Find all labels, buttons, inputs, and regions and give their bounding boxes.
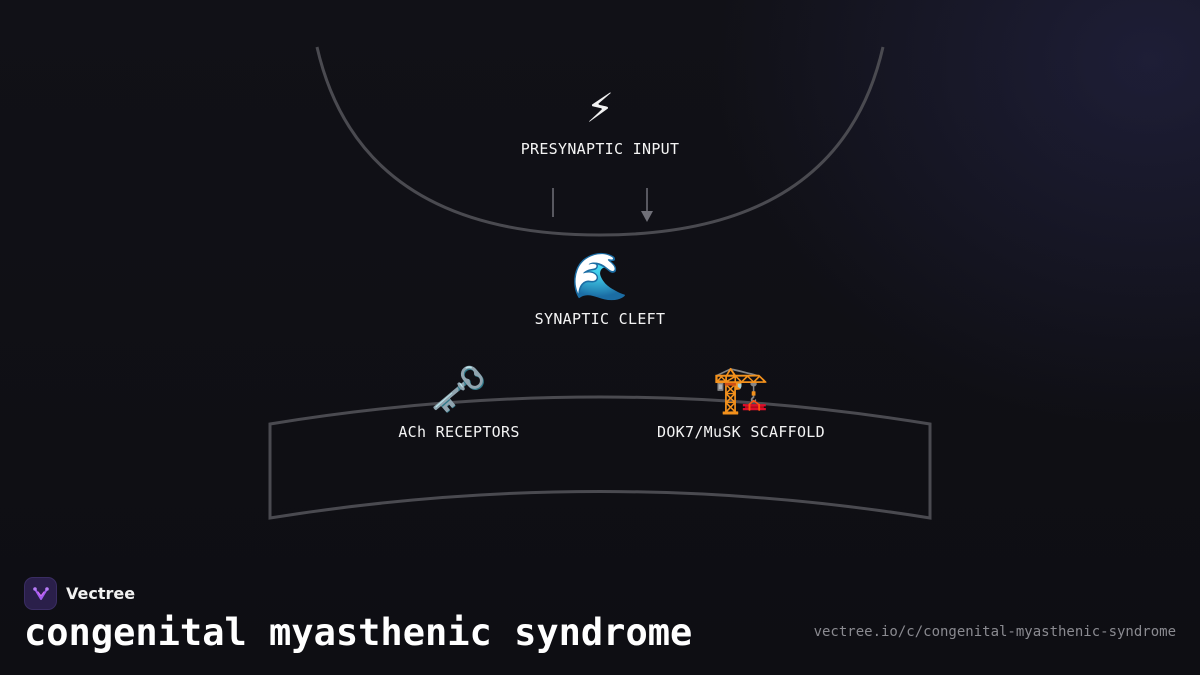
key-icon: 🗝️: [430, 362, 488, 416]
presynaptic-terminal-outline: [315, 46, 885, 237]
scaffold-node: 🏗️ DOK7/MuSK SCAFFOLD: [657, 361, 825, 441]
ach-receptors-label: ACh RECEPTORS: [398, 423, 520, 441]
page-title: congenital myasthenic syndrome: [24, 611, 693, 654]
arrow-head-icon: [641, 211, 653, 222]
brand-name: Vectree: [66, 584, 136, 603]
scaffold-label: DOK7/MuSK SCAFFOLD: [657, 423, 825, 441]
presynaptic-input-label: PRESYNAPTIC INPUT: [520, 140, 680, 158]
brand: Vectree: [24, 577, 135, 610]
lightning-icon: ⚡: [586, 79, 614, 133]
presynaptic-input-node: ⚡ PRESYNAPTIC INPUT: [521, 78, 680, 158]
postsynaptic-membrane-outline: [268, 395, 932, 520]
vectree-logo-icon: [24, 577, 57, 610]
synaptic-cleft-label: SYNAPTIC CLEFT: [534, 310, 666, 328]
ach-receptors-node: 🗝️ ACh RECEPTORS: [398, 361, 519, 441]
synaptic-cleft-node: 🌊 SYNAPTIC CLEFT: [535, 248, 666, 328]
source-url[interactable]: vectree.io/c/congenital-myasthenic-syndr…: [813, 624, 1176, 640]
wave-icon: 🌊: [571, 249, 629, 303]
crane-icon: 🏗️: [712, 362, 770, 416]
